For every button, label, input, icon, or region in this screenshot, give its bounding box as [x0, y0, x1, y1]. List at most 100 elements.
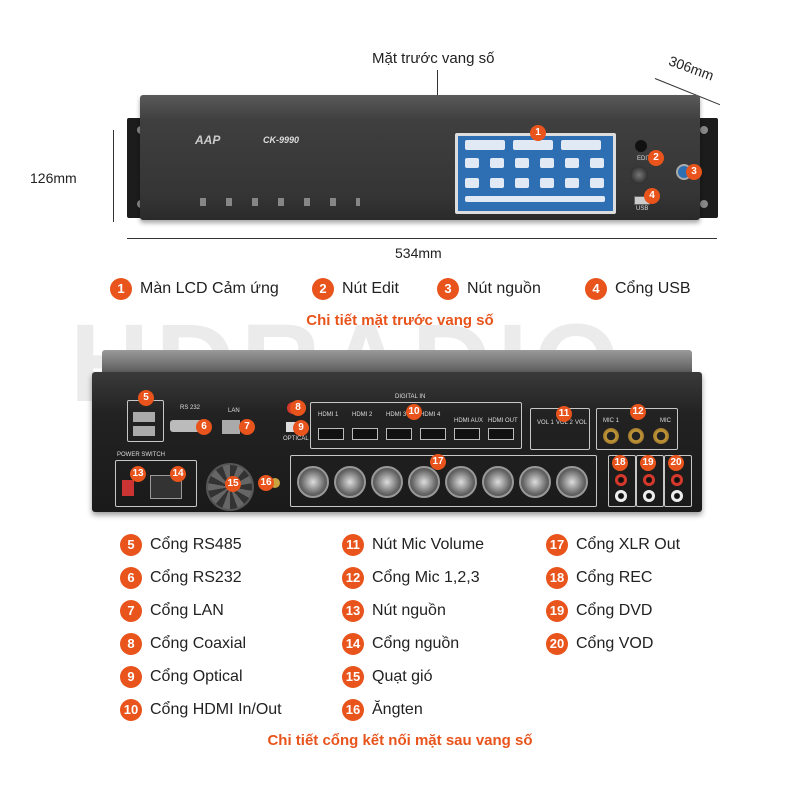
xlr-out-port[interactable]	[297, 466, 329, 498]
rs232-port[interactable]	[170, 420, 202, 432]
rec-port[interactable]	[615, 474, 627, 486]
hdmi-port[interactable]	[420, 428, 446, 440]
power-switch[interactable]	[122, 480, 134, 496]
hdmi-out-label: HDMI OUT	[488, 418, 518, 424]
marker-1-icon: 1	[530, 125, 546, 141]
mic-jack[interactable]	[653, 428, 669, 444]
power-switch-label: POWER SWITCH	[117, 452, 165, 458]
power-inlet[interactable]	[150, 475, 182, 499]
marker-11-icon: 11	[556, 406, 572, 422]
vod-port[interactable]	[671, 490, 683, 502]
number-19-icon: 19	[546, 600, 568, 622]
marker-7-icon: 7	[239, 419, 255, 435]
legend-label: Nút Edit	[342, 280, 399, 297]
usb-label: USB	[636, 206, 649, 212]
marker-3-icon: 3	[686, 164, 702, 180]
edit-label: EDIT	[637, 156, 651, 162]
hdmi4-label: HDMI 4	[420, 412, 441, 418]
legend-label: Cổng VOD	[576, 635, 654, 652]
dvd-port[interactable]	[643, 474, 655, 486]
number-20-icon: 20	[546, 633, 568, 655]
legend-label: Cổng USB	[615, 280, 691, 297]
button-top[interactable]	[635, 140, 647, 152]
rear-legend-item: 19 Cổng DVD	[546, 600, 652, 622]
number-6-icon: 6	[120, 567, 142, 589]
legend-label: Cổng HDMI In/Out	[150, 701, 282, 718]
rear-legend-item: 5 Cổng RS485	[120, 534, 242, 556]
hdmi-port[interactable]	[386, 428, 412, 440]
xlr-out-port[interactable]	[408, 466, 440, 498]
xlr-out-port[interactable]	[445, 466, 477, 498]
lcd-tile	[590, 158, 604, 168]
hdmi3-label: HDMI 3	[386, 412, 407, 418]
xlr-out-port[interactable]	[556, 466, 588, 498]
feature-icons-row	[200, 198, 360, 206]
number-7-icon: 7	[120, 600, 142, 622]
screw	[700, 200, 708, 208]
number-5-icon: 5	[120, 534, 142, 556]
number-2-icon: 2	[312, 278, 334, 300]
marker-8-icon: 8	[290, 400, 306, 416]
rear-legend-item: 17 Cổng XLR Out	[546, 534, 680, 556]
vol1-label: VOL 1	[537, 420, 554, 426]
legend-label: Cổng Optical	[150, 668, 243, 685]
hdmi-port[interactable]	[318, 428, 344, 440]
lan-port[interactable]	[222, 420, 240, 434]
lcd-tile	[565, 158, 579, 168]
optical-port[interactable]	[286, 422, 298, 432]
marker-2-icon: 2	[648, 150, 664, 166]
xlr-out-port[interactable]	[334, 466, 366, 498]
number-3-icon: 3	[437, 278, 459, 300]
rear-legend-item: 13 Nút nguồn	[342, 600, 446, 622]
rear-legend-item: 12 Cổng Mic 1,2,3	[342, 567, 480, 589]
rear-top-panel	[102, 350, 692, 375]
rear-legend-item: 11 Nút Mic Volume	[342, 534, 484, 556]
edit-knob[interactable]	[630, 166, 648, 184]
xlr-out-port[interactable]	[482, 466, 514, 498]
rear-section-title: Chi tiết cổng kết nối mặt sau vang số	[267, 732, 533, 749]
vod-port[interactable]	[671, 474, 683, 486]
vol3-label: VOL	[575, 420, 588, 426]
legend-label: Cổng DVD	[576, 602, 653, 619]
number-10-icon: 10	[120, 699, 142, 721]
mic-jack[interactable]	[603, 428, 619, 444]
rear-legend-item: 15 Quạt gió	[342, 666, 432, 688]
lcd-tile	[565, 178, 579, 188]
lcd-tile	[540, 158, 554, 168]
mic-jack[interactable]	[628, 428, 644, 444]
legend-label: Cổng LAN	[150, 602, 224, 619]
lcd-tile	[513, 140, 553, 150]
number-13-icon: 13	[342, 600, 364, 622]
depth-label: 306mm	[666, 52, 717, 84]
antenna-port[interactable]	[270, 478, 280, 488]
legend-label: Cổng REC	[576, 569, 653, 586]
marker-17-icon: 17	[430, 454, 446, 470]
legend-label: Cổng XLR Out	[576, 536, 681, 553]
rear-legend-item: 20 Cổng VOD	[546, 633, 653, 655]
dvd-port[interactable]	[643, 490, 655, 502]
number-17-icon: 17	[546, 534, 568, 556]
marker-15-icon: 15	[225, 476, 241, 492]
width-label: 534mm	[395, 245, 442, 261]
legend-label: Màn LCD Cảm ứng	[140, 280, 279, 297]
hdmi-port[interactable]	[488, 428, 514, 440]
front-legend-item: 4 Cổng USB	[585, 278, 691, 300]
xlr-out-port[interactable]	[371, 466, 403, 498]
hdmi-port[interactable]	[352, 428, 378, 440]
xlr-out-port[interactable]	[519, 466, 551, 498]
rs485-port[interactable]	[133, 412, 155, 422]
mic2-label: MIC	[660, 418, 671, 424]
marker-20-icon: 20	[668, 455, 684, 471]
marker-4-icon: 4	[644, 188, 660, 204]
lcd-tile	[490, 158, 504, 168]
lcd-tile	[515, 158, 529, 168]
rear-legend-item: 7 Cổng LAN	[120, 600, 224, 622]
rear-legend-item: 18 Cổng REC	[546, 567, 652, 589]
legend-label: Cổng Coaxial	[150, 635, 247, 652]
number-9-icon: 9	[120, 666, 142, 688]
marker-16-icon: 16	[258, 475, 274, 491]
vol2-label: VOL 2	[556, 420, 573, 426]
rs485-port[interactable]	[133, 426, 155, 436]
rec-port[interactable]	[615, 490, 627, 502]
hdmi-port[interactable]	[454, 428, 480, 440]
